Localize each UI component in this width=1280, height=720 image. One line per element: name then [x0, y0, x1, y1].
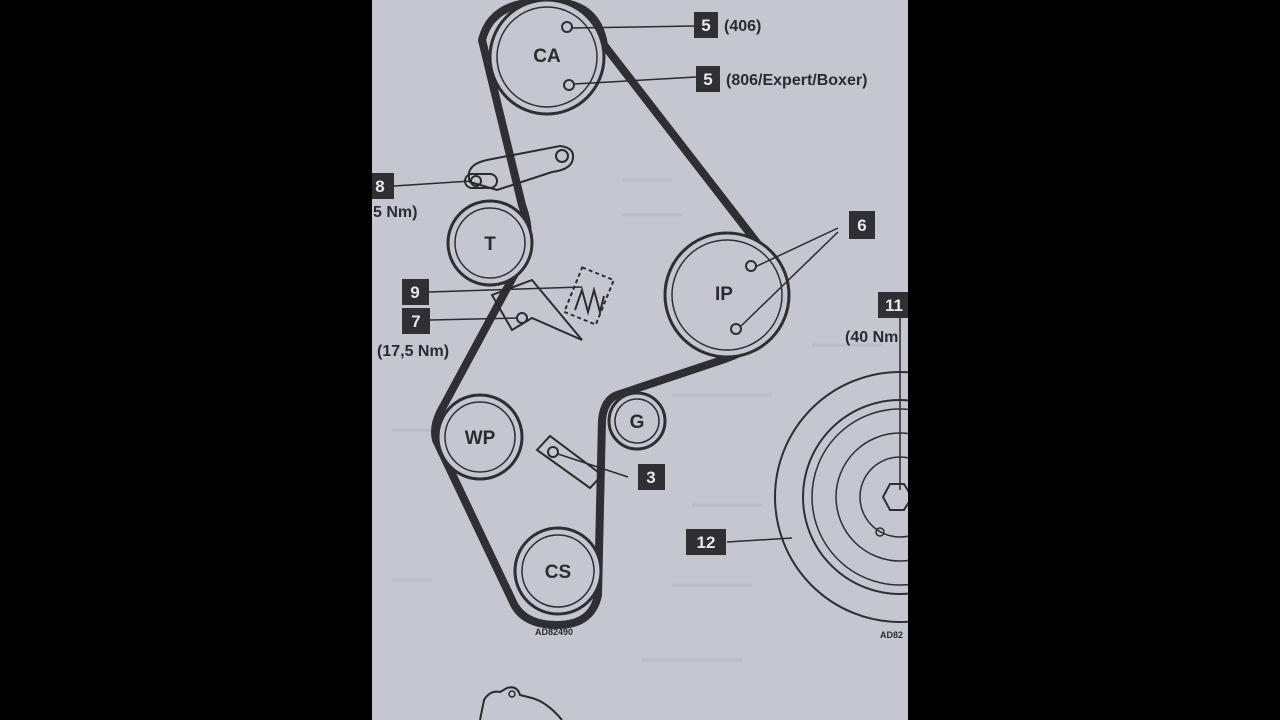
tensioner-bracket	[467, 144, 575, 192]
callout-5a-number: 5	[701, 16, 710, 35]
callout-8-text: 5 Nm)	[373, 204, 417, 221]
partial-component-bottom	[479, 686, 563, 720]
pulley-label-ip: IP	[715, 284, 733, 305]
spring-icon	[574, 286, 605, 316]
manual-page: CA T IP WP G CS	[372, 0, 908, 720]
bleed-through-marks	[392, 178, 882, 662]
idler-bracket	[535, 434, 604, 490]
right-letterbox	[908, 0, 1280, 720]
pump-bolt-hole-lower	[730, 323, 742, 335]
idler-bolt-icon	[547, 446, 559, 458]
callout-9-number: 9	[410, 283, 419, 302]
crank-damper-pulley	[774, 371, 908, 623]
callout-7-text: (17,5 Nm)	[377, 343, 449, 360]
pulley-label-t: T	[484, 234, 496, 255]
injection-pump-pulley: IP	[663, 231, 791, 359]
timing-belt	[431, 0, 782, 629]
pulley-label-wp: WP	[465, 428, 496, 449]
center-bolt-icon	[881, 483, 908, 511]
callout-12: 12	[686, 529, 726, 555]
callout-7-number: 7	[411, 312, 420, 331]
callout-12-number: 12	[697, 533, 716, 552]
tensioner-arm	[490, 278, 583, 341]
callout-8: 8 5 Nm)	[372, 173, 417, 221]
callout-6-number: 6	[857, 216, 866, 235]
callout-9: 9	[402, 279, 429, 305]
figure-reference-right: AD82	[880, 630, 903, 640]
bracket-hole-icon	[555, 149, 569, 163]
callout-11-text: (40 Nm	[845, 329, 898, 346]
leader-lines	[393, 25, 901, 543]
callout-8-number: 8	[375, 177, 384, 196]
callout-7: 7 (17,5 Nm)	[377, 308, 449, 360]
water-pump-pulley: WP	[436, 393, 524, 481]
callout-11-number: 11	[885, 296, 903, 315]
callout-5-406: 5 (406)	[694, 12, 761, 38]
partial-component-hole-icon	[508, 690, 516, 698]
callout-5b-text: (806/Expert/Boxer)	[726, 72, 867, 89]
timing-belt-diagram: CA T IP WP G CS	[372, 0, 908, 720]
camshaft-bolt-hole-lower	[563, 79, 575, 91]
callout-3: 3	[638, 464, 665, 490]
crankshaft-pulley: CS	[513, 526, 603, 616]
callout-6: 6	[849, 211, 875, 239]
pulley-label-cs: CS	[545, 562, 571, 583]
spring-housing	[562, 266, 616, 326]
callout-3-number: 3	[646, 468, 655, 487]
idler-pulley: G	[607, 391, 667, 451]
callout-11: 11 (40 Nm	[845, 292, 908, 346]
callout-5b-number: 5	[703, 70, 712, 89]
tensioner-pivot-icon	[516, 312, 528, 324]
callout-5-806: 5 (806/Expert/Boxer)	[696, 66, 867, 92]
left-letterbox	[0, 0, 372, 720]
camshaft-pulley: CA	[488, 0, 606, 116]
pulley-label-ca: CA	[533, 46, 561, 67]
callout-5a-text: (406)	[724, 18, 761, 35]
tensioner-pulley: T	[446, 199, 534, 287]
damper-hole-icon	[875, 527, 885, 537]
camshaft-bolt-hole-upper	[561, 21, 573, 33]
figure-reference-left: AD82490	[535, 627, 573, 637]
pulley-label-g: G	[630, 412, 645, 433]
